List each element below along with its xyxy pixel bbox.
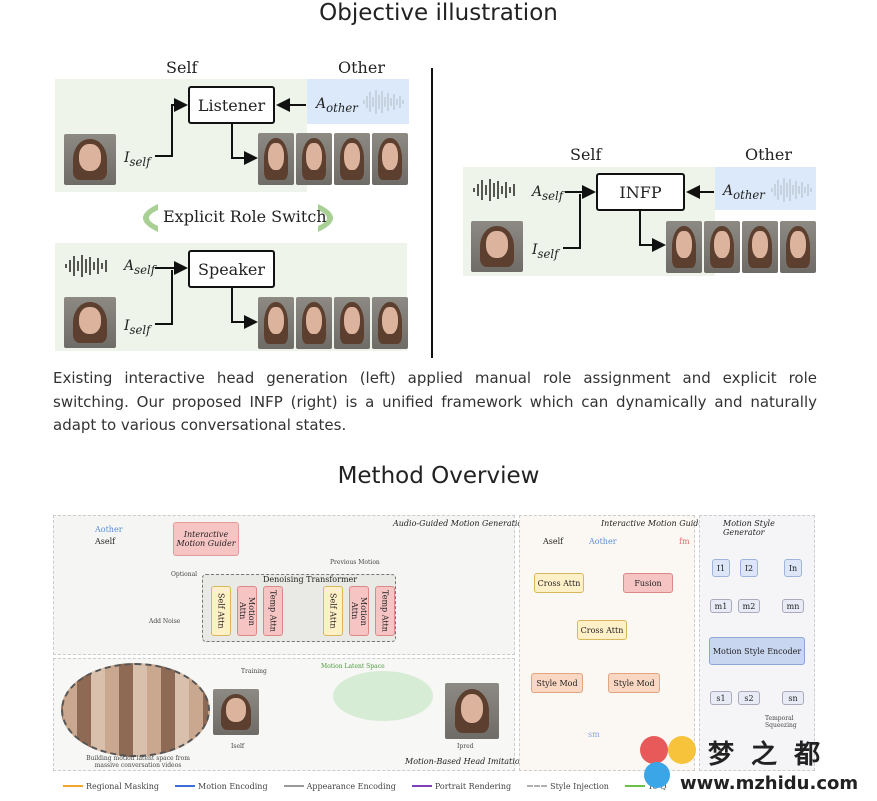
watermark-logo-icon bbox=[640, 736, 668, 764]
aother-label: Aother bbox=[95, 525, 123, 534]
ipred-label: Ipred bbox=[457, 743, 474, 750]
interactive-motion-guider-box: Interactive Motion Guider bbox=[173, 522, 239, 556]
role-switch-arrows-icon bbox=[143, 204, 333, 232]
infp-i-self-label: Iself bbox=[532, 242, 559, 261]
watermark-brand: 梦 之 都 bbox=[708, 740, 825, 770]
left-other-label: Other bbox=[338, 58, 385, 77]
infp-a-self-label: Aself bbox=[532, 184, 564, 203]
speaker-self-face-image bbox=[64, 297, 116, 348]
vertical-divider bbox=[431, 68, 433, 358]
infp-a-other-label: Aother bbox=[723, 183, 765, 202]
style-i1: I1 bbox=[712, 559, 730, 577]
motion-based-title: Motion-Based Head Imitation bbox=[405, 757, 525, 766]
left-self-label: Self bbox=[166, 58, 198, 77]
denoising-transformer-label: Denoising Transformer bbox=[263, 575, 358, 584]
guider-cross-attn-2: Cross Attn bbox=[577, 620, 627, 640]
style-i2: I2 bbox=[740, 559, 758, 577]
face-dataset-collage bbox=[61, 663, 210, 757]
block-motion-attn-1: Motion Attn bbox=[237, 586, 257, 636]
legend-item: Appearance Encoding bbox=[283, 782, 396, 791]
right-self-label: Self bbox=[570, 145, 602, 164]
role-switch-label: Explicit Role Switch bbox=[163, 207, 327, 226]
ipred-face-image bbox=[445, 683, 499, 739]
objective-title: Objective illustration bbox=[319, 0, 558, 26]
style-temporal: Temporal Squeezing bbox=[765, 715, 797, 729]
a-self-label: Aself bbox=[124, 258, 156, 277]
optional-label: Optional bbox=[171, 571, 198, 578]
infp-box: INFP bbox=[596, 173, 685, 211]
guider-panel bbox=[519, 515, 695, 771]
listener-box: Listener bbox=[188, 86, 275, 124]
guider-aother: Aother bbox=[589, 537, 617, 546]
method-title: Method Overview bbox=[337, 463, 540, 489]
speaker-i-self-label: Iself bbox=[124, 318, 151, 337]
other-waveform-icon bbox=[363, 90, 404, 114]
building-caption: Building motion latent space from massiv… bbox=[86, 755, 190, 769]
infp-self-face-image bbox=[471, 221, 523, 272]
style-s1: s1 bbox=[710, 691, 732, 705]
other-audio-panel bbox=[307, 79, 409, 124]
style-m1: m1 bbox=[710, 599, 732, 613]
iself-face-image bbox=[213, 689, 259, 735]
legend-item: Style Injection bbox=[527, 782, 609, 791]
style-mn: mn bbox=[782, 599, 804, 613]
iself-label: Iself bbox=[231, 743, 245, 750]
infp-self-waveform-icon bbox=[473, 179, 515, 201]
training-label: Training bbox=[241, 668, 267, 675]
block-self-attn-1: Self Attn bbox=[211, 586, 231, 636]
motion-latent-label: Motion Latent Space bbox=[321, 663, 385, 670]
right-other-label: Other bbox=[745, 145, 792, 164]
style-s2: s2 bbox=[738, 691, 760, 705]
infp-other-waveform-icon bbox=[771, 178, 812, 202]
guider-fm: fm bbox=[679, 537, 690, 546]
guider-style-mod-1: Style Mod bbox=[531, 673, 583, 693]
legend-item: Portrait Rendering bbox=[411, 782, 511, 791]
add-noise-label: Add Noise bbox=[149, 618, 181, 625]
self-face-image bbox=[64, 134, 116, 185]
style-sn: sn bbox=[782, 691, 804, 705]
block-self-attn-2: Self Attn bbox=[323, 586, 343, 636]
legend-item: Motion Encoding bbox=[175, 782, 268, 791]
style-encoder: Motion Style Encoder bbox=[709, 637, 805, 665]
style-m2: m2 bbox=[738, 599, 760, 613]
method-figure: Audio-Guided Motion Generation Aother As… bbox=[53, 513, 815, 801]
a-other-label: Aother bbox=[316, 96, 358, 115]
figure-caption: Existing interactive head generation (le… bbox=[53, 369, 817, 434]
self-waveform-icon bbox=[65, 255, 107, 277]
speaker-box: Speaker bbox=[188, 250, 275, 288]
aself-label: Aself bbox=[95, 537, 116, 546]
legend-item: Regional Masking bbox=[63, 782, 159, 791]
block-temp-attn-2: Temp Attn bbox=[375, 586, 395, 636]
guider-cross-attn-1: Cross Attn bbox=[534, 573, 584, 593]
guider-title: Interactive Motion Guider bbox=[601, 519, 707, 528]
guider-style-mod-2: Style Mod bbox=[608, 673, 660, 693]
style-in: In bbox=[784, 559, 802, 577]
guider-sm: sm bbox=[588, 730, 600, 739]
guider-fusion: Fusion bbox=[623, 573, 673, 593]
i-self-label: Iself bbox=[124, 150, 151, 169]
style-generator-title: Motion Style Generator bbox=[723, 519, 775, 537]
audio-guided-title: Audio-Guided Motion Generation bbox=[393, 519, 528, 528]
watermark-url: www.mzhidu.com bbox=[680, 773, 859, 794]
block-motion-attn-2: Motion Attn bbox=[349, 586, 369, 636]
guider-aself: Aself bbox=[543, 537, 564, 546]
motion-latent-cloud bbox=[333, 671, 433, 721]
block-temp-attn-1: Temp Attn bbox=[263, 586, 283, 636]
previous-motion-label: Previous Motion bbox=[330, 559, 380, 566]
